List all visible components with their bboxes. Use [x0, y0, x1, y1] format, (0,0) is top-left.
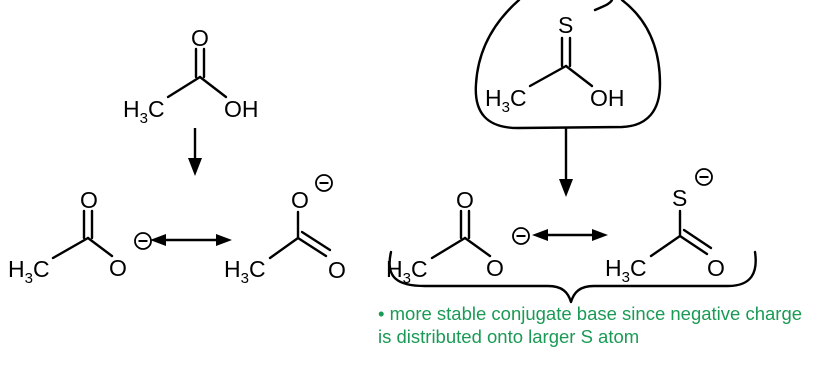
explanation-text: more stable conjugate base since negativ… — [378, 303, 803, 347]
c-c-bond — [268, 236, 300, 260]
c-oh-bond — [198, 75, 228, 99]
oxygen-atom-charged: O — [486, 255, 504, 281]
oxygen-atom: O — [80, 187, 98, 213]
acetate-resonance-form-1: H3C O O — [8, 187, 152, 287]
methyl-group: H3C — [123, 96, 165, 127]
oxygen-atom: O — [456, 187, 474, 213]
methyl-group: H3C — [485, 85, 527, 116]
c-o-double-bond — [678, 234, 709, 256]
deprotonation-arrow-left — [188, 128, 202, 176]
c-c-bond — [430, 236, 467, 260]
deprotonation-arrow-right — [559, 128, 573, 197]
methyl-group: H3C — [605, 255, 647, 286]
resonance-arrow-right — [532, 229, 608, 241]
c-o-single-bond — [463, 236, 492, 258]
negative-charge — [512, 227, 530, 245]
methyl-group: H3C — [8, 256, 50, 287]
thioacetate-resonance-form-2: H3C S O — [605, 168, 725, 286]
oxygen-atom: O — [191, 25, 209, 51]
sulfur-atom-charged: S — [672, 185, 687, 211]
thioacetic-acid: H3C S OH — [485, 12, 625, 116]
sulfur-atom: S — [558, 12, 573, 38]
methyl-group: H3C — [386, 256, 428, 287]
acetic-acid: H3C O OH — [123, 25, 259, 127]
c-c-bond — [649, 234, 682, 258]
negative-charge — [315, 174, 333, 192]
bullet-mark: • — [378, 303, 385, 324]
resonance-arrow-left — [150, 234, 232, 246]
c-o-double-bond — [296, 236, 328, 258]
oxygen-atom: O — [707, 255, 725, 281]
oxygen-atom-charged: O — [291, 187, 309, 213]
highlight-circle — [474, 0, 662, 130]
negative-charge — [695, 168, 713, 186]
c-c-bond — [166, 75, 202, 99]
hydroxyl-group: OH — [590, 85, 625, 111]
oxygen-atom-charged: O — [109, 255, 127, 281]
grouping-brace — [388, 250, 757, 304]
c-o-double-bond-second — [682, 228, 713, 250]
explanation-note: • more stable conjugate base since negat… — [378, 303, 814, 348]
methyl-group: H3C — [224, 256, 266, 287]
c-o-double-bond-second — [300, 230, 332, 252]
c-oh-bond — [564, 64, 594, 88]
thioacetate-resonance-form-1: H3C O O — [386, 187, 530, 287]
c-o-single-bond — [86, 236, 114, 258]
acetate-resonance-form-2: H3C O O — [224, 174, 346, 287]
negative-charge — [134, 232, 152, 250]
hydroxyl-group: OH — [224, 96, 259, 122]
c-c-bond — [51, 236, 90, 260]
c-c-bond — [528, 64, 568, 88]
oxygen-atom: O — [328, 257, 346, 283]
